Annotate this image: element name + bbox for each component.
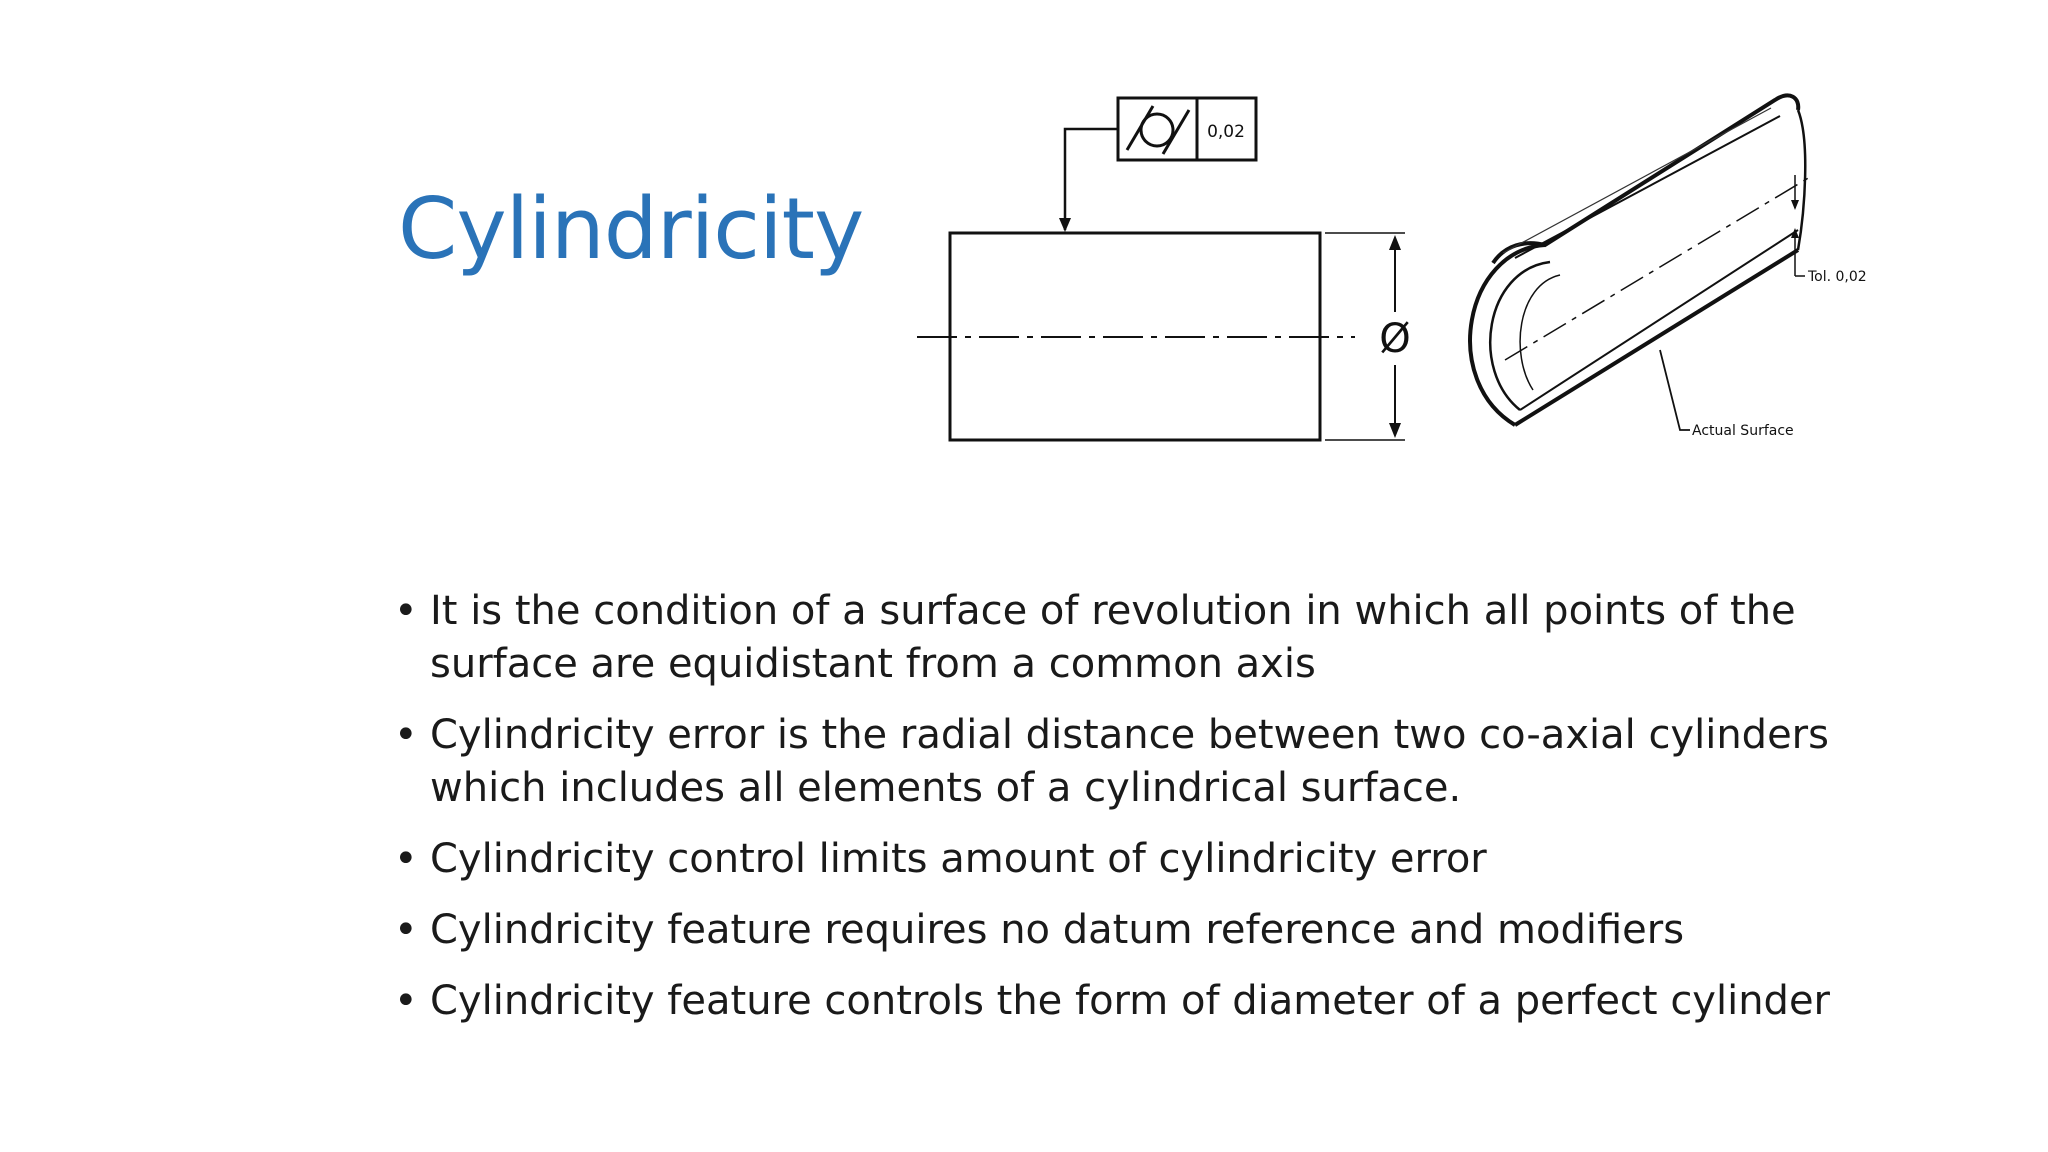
- bullet-glyph: •: [394, 907, 418, 953]
- back-end-edge: [1796, 109, 1807, 251]
- bullet-text: Cylindricity control limits amount of cy…: [430, 836, 1487, 882]
- actual-surface-leader: [1659, 349, 1690, 431]
- cylindricity-symbol-icon: [1125, 105, 1191, 155]
- feature-control-frame: 0,02: [1116, 96, 1258, 162]
- bullet-glyph: •: [394, 978, 418, 1024]
- bullet-glyph: •: [394, 588, 418, 634]
- front-end-outer: [1468, 243, 1546, 427]
- bullet-text: Cylindricity error is the radial distanc…: [430, 712, 1829, 811]
- inner-bottom-edge: [1519, 229, 1799, 411]
- bullet-text: Cylindricity feature controls the form o…: [430, 978, 1830, 1024]
- tolerance-label: Tol. 0,02: [1807, 269, 1867, 285]
- front-end-inner: [1489, 260, 1551, 411]
- fcf-leader: [1063, 127, 1118, 230]
- bullet-text: Cylindricity feature requires no datum r…: [430, 907, 1685, 953]
- cylindricity-drawing: 0,02 Ø: [905, 80, 1905, 480]
- dimension-arrow-top: [1389, 235, 1401, 250]
- bullet-glyph: •: [394, 712, 418, 758]
- bullet-glyph: •: [394, 836, 418, 882]
- tol-arrow-b: [1791, 228, 1799, 238]
- slide-title: Cylindricity: [398, 180, 864, 279]
- inner-top-line: [1514, 115, 1781, 259]
- front-end-core: [1519, 274, 1561, 391]
- dimension-arrow-bottom: [1389, 423, 1401, 438]
- bullet-item: • Cylindricity error is the radial dista…: [390, 709, 1870, 815]
- isometric-cylinder: Tol. 0,02 Actual Surface: [1468, 93, 1867, 439]
- bullet-item: • Cylindricity feature requires no datum…: [390, 904, 1870, 957]
- drawing-svg: 0,02 Ø: [917, 93, 1867, 442]
- bullet-list: • It is the condition of a surface of re…: [390, 585, 1870, 1046]
- bullet-item: • Cylindricity control limits amount of …: [390, 833, 1870, 886]
- bullet-item: • Cylindricity feature controls the form…: [390, 975, 1870, 1028]
- diameter-symbol: Ø: [1379, 316, 1410, 362]
- outer-top-edge: [1491, 93, 1801, 265]
- outer-bottom-edge: [1513, 248, 1800, 427]
- bullet-text: It is the condition of a surface of revo…: [430, 588, 1796, 687]
- tol-arrow-a: [1791, 200, 1799, 210]
- actual-surface-label: Actual Surface: [1692, 423, 1794, 439]
- cylinder-axis: [1504, 176, 1811, 361]
- fcf-leader-arrowhead: [1059, 218, 1071, 232]
- highlight-line: [1502, 107, 1772, 254]
- fcf-tolerance: 0,02: [1207, 122, 1245, 142]
- bullet-item: • It is the condition of a surface of re…: [390, 585, 1870, 691]
